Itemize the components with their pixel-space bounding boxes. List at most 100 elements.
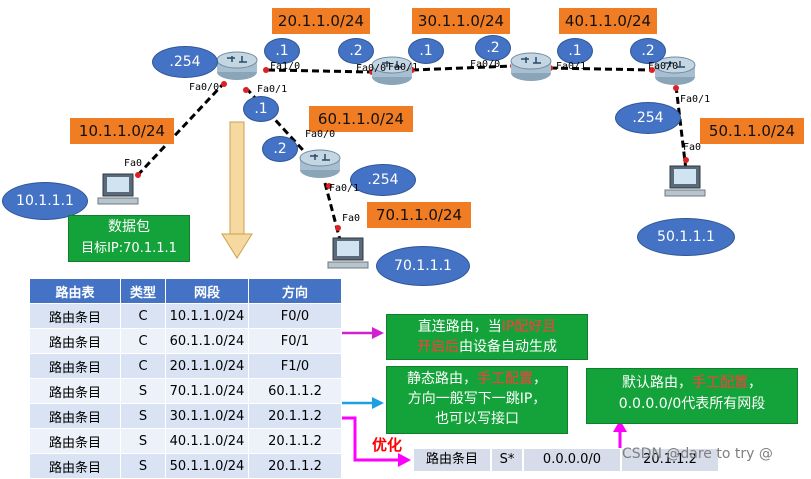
header-network: 网段 [165,278,249,304]
optimize-arrow [330,416,411,467]
address-ellipse-r4-254: .254 [615,102,681,134]
router-icon-r2 [371,56,413,85]
cell-direction: F0/1 [248,328,342,354]
static-note-highlight-b: 手工配置 [477,371,533,387]
default-note-text-d: 0.0.0.0/0代表所有网段 [618,396,766,412]
table-row: 路由条目 C 10.1.1.0/24 F0/0 [29,303,342,329]
static-note-text-a: 静态路由， [407,371,477,387]
pc-icon-pc2 [327,237,369,269]
port-label-r2-fa01: Fa0/1 [388,62,419,73]
static-note-text-c: ， [533,371,547,387]
link-r1-r2 [267,68,373,74]
table-row: 路由条目 S 30.1.1.0/24 20.1.1.2 [29,403,342,429]
network-label-50: 50.1.1.0/24 [700,118,804,144]
default-cell-direction: 20.1.1.2 [621,448,719,472]
network-label-60: 60.1.1.0/24 [309,106,413,132]
default-cell-type: S* [491,448,523,472]
cell-network: 20.1.1.0/24 [165,353,249,379]
port-label-r4-fa00: Fa0/0 [648,61,679,72]
optimize-label: 优化 [372,436,403,454]
header-type: 类型 [120,278,166,304]
link-r4-pc3 [674,85,688,171]
link-r2-r3 [411,64,514,72]
port-label-pc3-fa0: Fa0 [683,142,702,153]
network-label-20: 20.1.1.0/24 [272,8,370,34]
watermark: CSDN @dare to try @ [622,446,773,462]
cell-entry: 路由条目 [29,303,121,329]
cell-type: S [120,378,166,404]
cell-direction: 20.1.1.2 [248,403,342,429]
address-ellipse-r1-f01: .1 [243,96,279,122]
cell-entry: 路由条目 [29,353,121,379]
host-ellipse-pc2: 70.1.1.1 [376,246,470,286]
cell-entry: 路由条目 [29,328,121,354]
cell-entry: 路由条目 [29,403,121,429]
port-label-r1-fa00: Fa0/0 [189,82,220,93]
default-route-row: 路由条目 S* 0.0.0.0/0 20.1.1.2 [413,448,719,472]
cell-type: C [120,353,166,379]
link-r3-r4 [549,66,653,72]
port-label-r3-fa01: Fa0/1 [556,61,587,72]
direct-note-text-a: 直连路由，当 [417,319,502,335]
routing-table-header: 路由表 类型 网段 方向 [29,278,342,304]
network-label-30: 30.1.1.0/24 [412,8,510,34]
cell-type: C [120,328,166,354]
pc-icon-pc3 [664,165,706,197]
router-icon-r5 [299,149,341,178]
cell-type: S [120,453,166,479]
cell-direction: 20.1.1.2 [248,428,342,454]
arrow-to-default-note [613,420,627,448]
cell-network: 60.1.1.0/24 [165,328,249,354]
address-ellipse-r5-254: .254 [350,164,416,196]
host-ellipse-pc1: 10.1.1.1 [2,182,88,220]
default-cell-entry: 路由条目 [413,448,491,472]
default-cell-network: 0.0.0.0/0 [523,448,621,472]
cell-network: 10.1.1.0/24 [165,303,249,329]
direct-note-highlight-b: IP配好且 [501,319,557,335]
cell-entry: 路由条目 [29,428,121,454]
table-row: 路由条目 C 60.1.1.0/24 F0/1 [29,328,342,354]
cell-network: 70.1.1.0/24 [165,378,249,404]
host-ellipse-pc3: 50.1.1.1 [637,218,735,256]
router-icon-r3 [510,52,552,81]
port-label-pc2-fa0: Fa0 [342,213,361,224]
port-label-pc1-fa0: Fa0 [124,158,143,169]
port-label-r4-fa01: Fa0/1 [680,94,711,105]
static-route-note: 静态路由，手工配置， 方向一般写下一跳IP， 也可以写接口 [386,366,568,434]
down-arrow-icon [221,121,253,259]
table-row: 路由条目 S 40.1.1.0/24 20.1.1.2 [29,428,342,454]
port-label-r1-fa01: Fa0/1 [257,84,288,95]
packet-target: 目标IP:70.1.1.1 [81,241,177,256]
cell-type: S [120,403,166,429]
network-label-40: 40.1.1.0/24 [559,8,657,34]
table-row: 路由条目 S 70.1.1.0/24 60.1.1.2 [29,378,342,404]
cell-network: 40.1.1.0/24 [165,428,249,454]
header-direction: 方向 [248,278,342,304]
cell-entry: 路由条目 [29,378,121,404]
cell-direction: F1/0 [248,353,342,379]
port-label-r1-fa10: Fa1/0 [270,61,301,72]
default-note-text-c: ， [748,375,762,391]
router-icon-r1 [216,51,258,80]
direct-note-text-d: 由设备自动生成 [459,339,557,355]
default-note-text-a: 默认路由， [622,375,692,391]
address-ellipse-r4-f00: .2 [630,38,666,64]
port-label-r5-fa00: Fa0/0 [305,129,336,140]
cell-type: C [120,303,166,329]
direct-note-highlight-c: 开启后 [417,339,459,355]
cell-direction: 60.1.1.2 [248,378,342,404]
network-label-70: 70.1.1.0/24 [367,202,471,228]
cell-network: 30.1.1.0/24 [165,403,249,429]
port-label-r3-fa00: Fa0/0 [470,59,501,70]
table-row: 路由条目 C 20.1.1.0/24 F1/0 [29,353,342,379]
address-ellipse-r3-f00: .2 [475,35,511,61]
address-ellipse-r5-f00: .2 [262,136,298,162]
address-ellipse-r1-f10: .1 [264,38,300,64]
packet-title: 数据包 [108,219,150,235]
default-note-highlight-b: 手工配置 [692,375,748,391]
default-route-note: 默认路由，手工配置， 0.0.0.0/0代表所有网段 [586,368,798,424]
packet-box: 数据包 目标IP:70.1.1.1 [68,215,190,262]
direct-route-note: 直连路由，当IP配好且 开启后由设备自动生成 [386,314,588,360]
routing-table: 路由表 类型 网段 方向 路由条目 C 10.1.1.0/24 F0/0 路由条… [29,278,342,479]
